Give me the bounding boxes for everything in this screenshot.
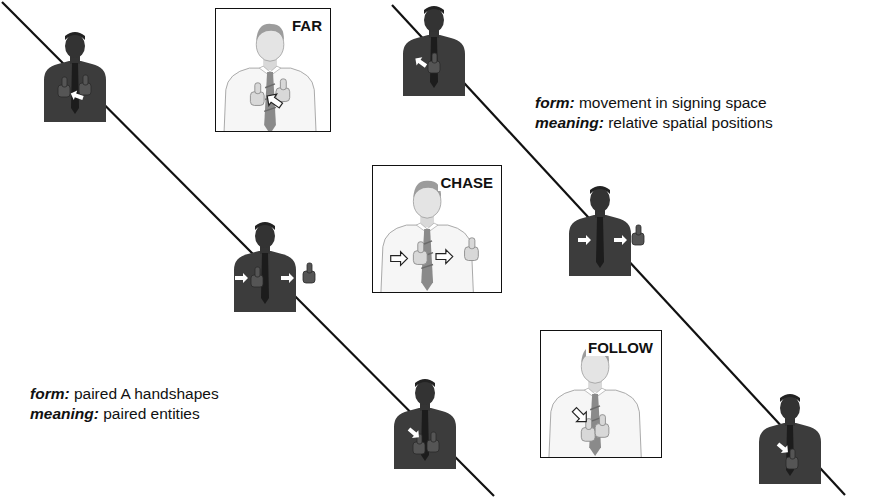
photo-frame: FOLLOW [540,330,662,458]
annotation-text: form: paired A handshapes [28,384,221,403]
photo-frame: FAR [215,8,331,132]
sign-gloss: FOLLOW [586,339,655,356]
signer-silhouette [403,6,465,96]
signer-silhouette [234,222,315,312]
annotation-text: meaning: paired entities [28,404,202,423]
signer-silhouette [394,379,456,469]
signer-silhouette [44,32,106,122]
photo-frame: CHASE [372,165,502,293]
signer-silhouette [569,186,644,276]
annotation-text: form: movement in signing space [533,93,769,112]
annotation-text: meaning: relative spatial positions [533,113,775,132]
sign-gloss: CHASE [438,174,495,191]
diagonal-line [2,2,494,496]
signer-silhouette [759,394,821,484]
sign-gloss: FAR [290,17,324,34]
